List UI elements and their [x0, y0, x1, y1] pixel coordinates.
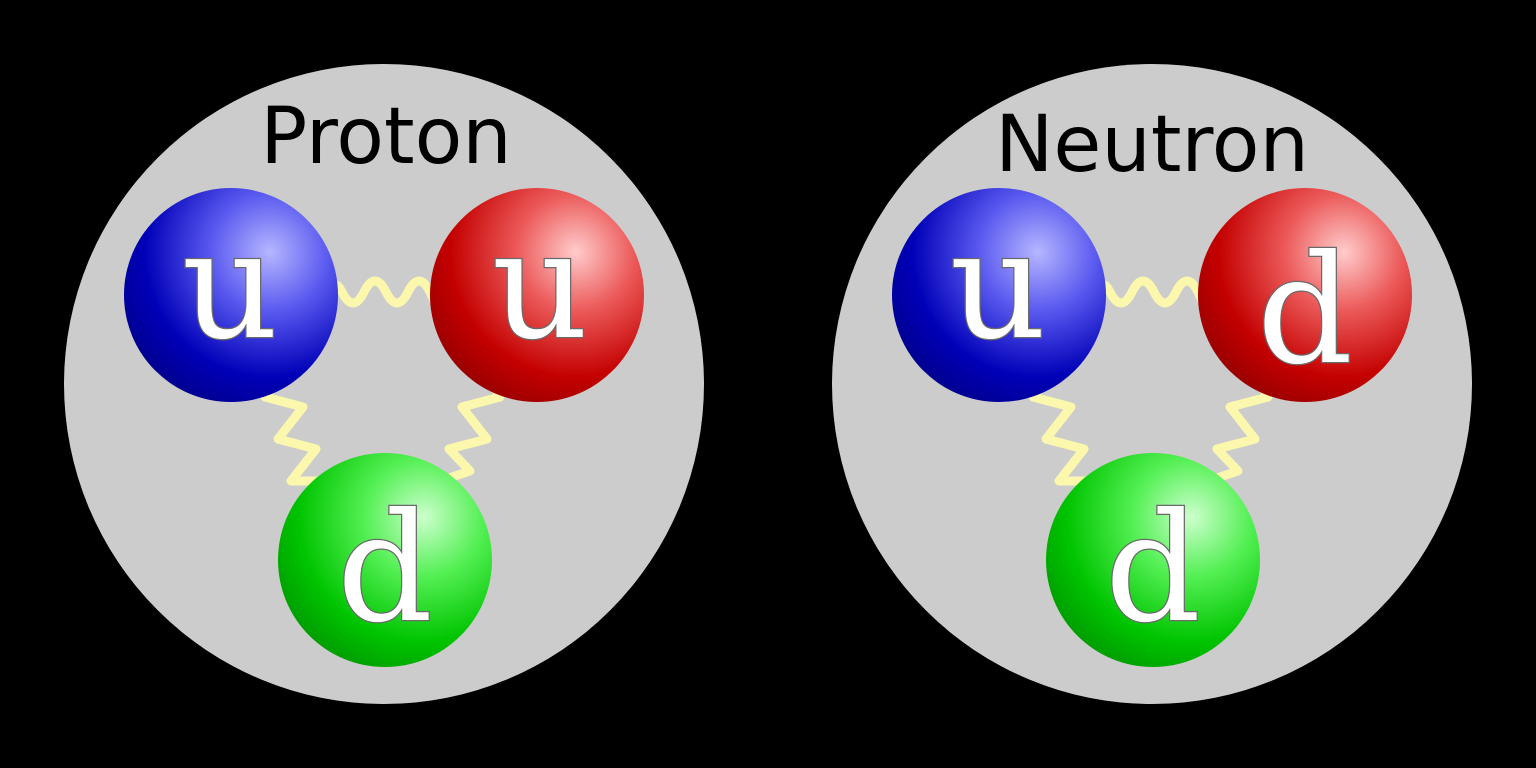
neutron-gluon-right	[1203, 360, 1273, 486]
neutron-quark-1-flavor: u	[950, 199, 1047, 373]
proton-quark-red	[430, 188, 644, 402]
proton-quark-2-flavor: u	[492, 199, 589, 373]
proton-gluon-left	[260, 360, 357, 486]
neutron-gluon-left	[1028, 360, 1125, 486]
proton-quark-1-flavor: u	[182, 199, 279, 373]
neutron-quark-3-flavor: d	[1105, 482, 1201, 656]
neutron-quark-red	[1198, 188, 1412, 402]
proton-title: Proton	[260, 92, 511, 182]
neutron-title: Neutron	[995, 100, 1309, 190]
neutron-gluon-top	[1083, 276, 1213, 318]
proton-quark-blue	[124, 188, 338, 402]
neutron-nucleon: Neutron u d d	[832, 64, 1472, 704]
proton-quark-green	[278, 453, 492, 667]
neutron-quark-blue	[892, 188, 1106, 402]
neutron-quark-2-flavor: d	[1257, 224, 1353, 398]
proton-gluon-right	[435, 360, 505, 486]
proton-nucleon: Proton u u d	[64, 64, 704, 704]
proton-quark-3-flavor: d	[337, 482, 433, 656]
proton-gluon-top	[315, 276, 445, 318]
neutron-quark-green	[1046, 453, 1260, 667]
